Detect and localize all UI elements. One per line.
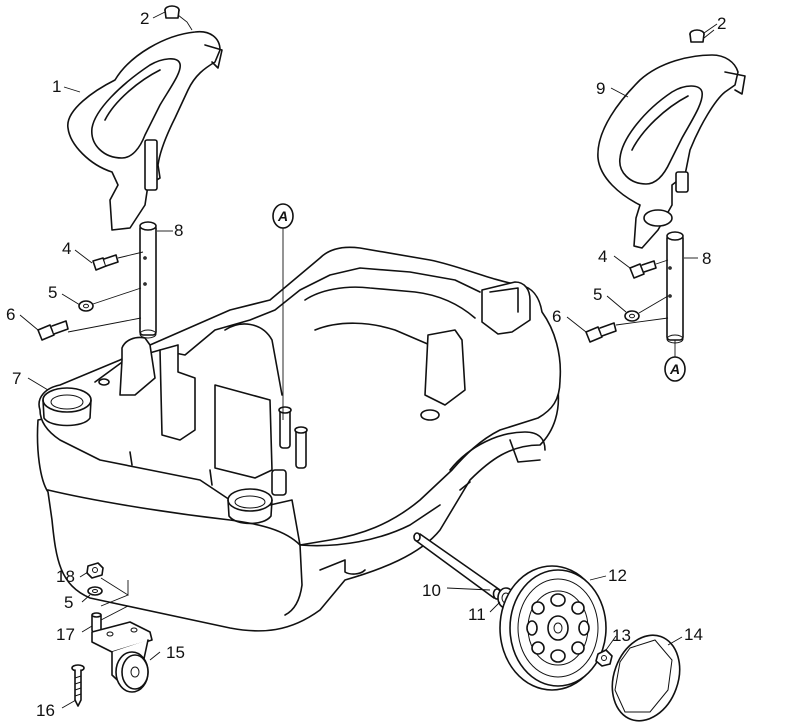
chassis-top-rim (38, 246, 562, 546)
chassis-base (36, 246, 562, 632)
callout-8-right: 8 (702, 249, 711, 268)
leader-lines (19, 11, 718, 709)
callout-9: 9 (596, 79, 605, 98)
callout-11: 11 (468, 605, 486, 624)
sleeve-17 (91, 612, 102, 633)
bolt-6-right (585, 322, 617, 343)
chassis-left-post (119, 336, 156, 396)
bolt-4-right (629, 259, 669, 279)
washer-5-bottom (87, 586, 103, 596)
handle-left-grip-hole (91, 58, 181, 159)
ref-a-top-label: A (277, 208, 288, 224)
handle-right (597, 54, 746, 249)
ref-a-right: A (664, 356, 686, 382)
callout-13: 13 (612, 626, 631, 645)
bolt-4-left (92, 251, 144, 271)
callout-17: 17 (56, 625, 75, 644)
ref-a-top: A (272, 203, 294, 229)
cup-holder-left (42, 387, 92, 413)
chassis-right-post (424, 329, 466, 406)
callout-14: 14 (684, 625, 703, 644)
callout-5-right: 5 (593, 285, 602, 304)
bolt-2-right (689, 29, 715, 43)
tube-8-left (139, 221, 157, 339)
callout-2-left: 2 (140, 9, 149, 28)
callout-5-bottom: 5 (64, 593, 73, 612)
handle-left (67, 30, 223, 231)
axle-10 (413, 532, 502, 600)
callout-16: 16 (36, 701, 55, 720)
tube-8-right (666, 231, 684, 344)
callout-4-right: 4 (598, 247, 607, 266)
callout-6-right: 6 (552, 307, 561, 326)
ref-a-right-label: A (669, 361, 680, 377)
caster-15 (91, 621, 153, 693)
nut-18 (86, 562, 104, 579)
callout-5-left: 5 (48, 283, 57, 302)
bolt-2-left (164, 5, 193, 31)
callout-15: 15 (166, 643, 185, 662)
callout-10: 10 (422, 581, 441, 600)
bolt-6-left (37, 320, 69, 341)
callout-7: 7 (12, 369, 21, 388)
chassis-centre-wall (214, 384, 273, 479)
callout-labels: 1 2 2 4 4 5 5 5 6 6 7 8 8 9 10 11 12 13 … (6, 9, 726, 720)
callout-18: 18 (56, 567, 75, 586)
callout-2-right: 2 (717, 14, 726, 33)
washer-5-left (78, 287, 142, 312)
screw-16 (71, 664, 85, 707)
callout-1: 1 (52, 77, 61, 96)
hubcap-14 (611, 634, 681, 722)
washer-5-right (624, 295, 669, 322)
handle-right-grip-hole (619, 85, 703, 185)
callout-6-left: 6 (6, 305, 15, 324)
callout-8-left: 8 (174, 221, 183, 240)
callout-12: 12 (608, 566, 627, 585)
callout-4-left: 4 (62, 239, 71, 258)
wheel-12 (499, 565, 607, 691)
